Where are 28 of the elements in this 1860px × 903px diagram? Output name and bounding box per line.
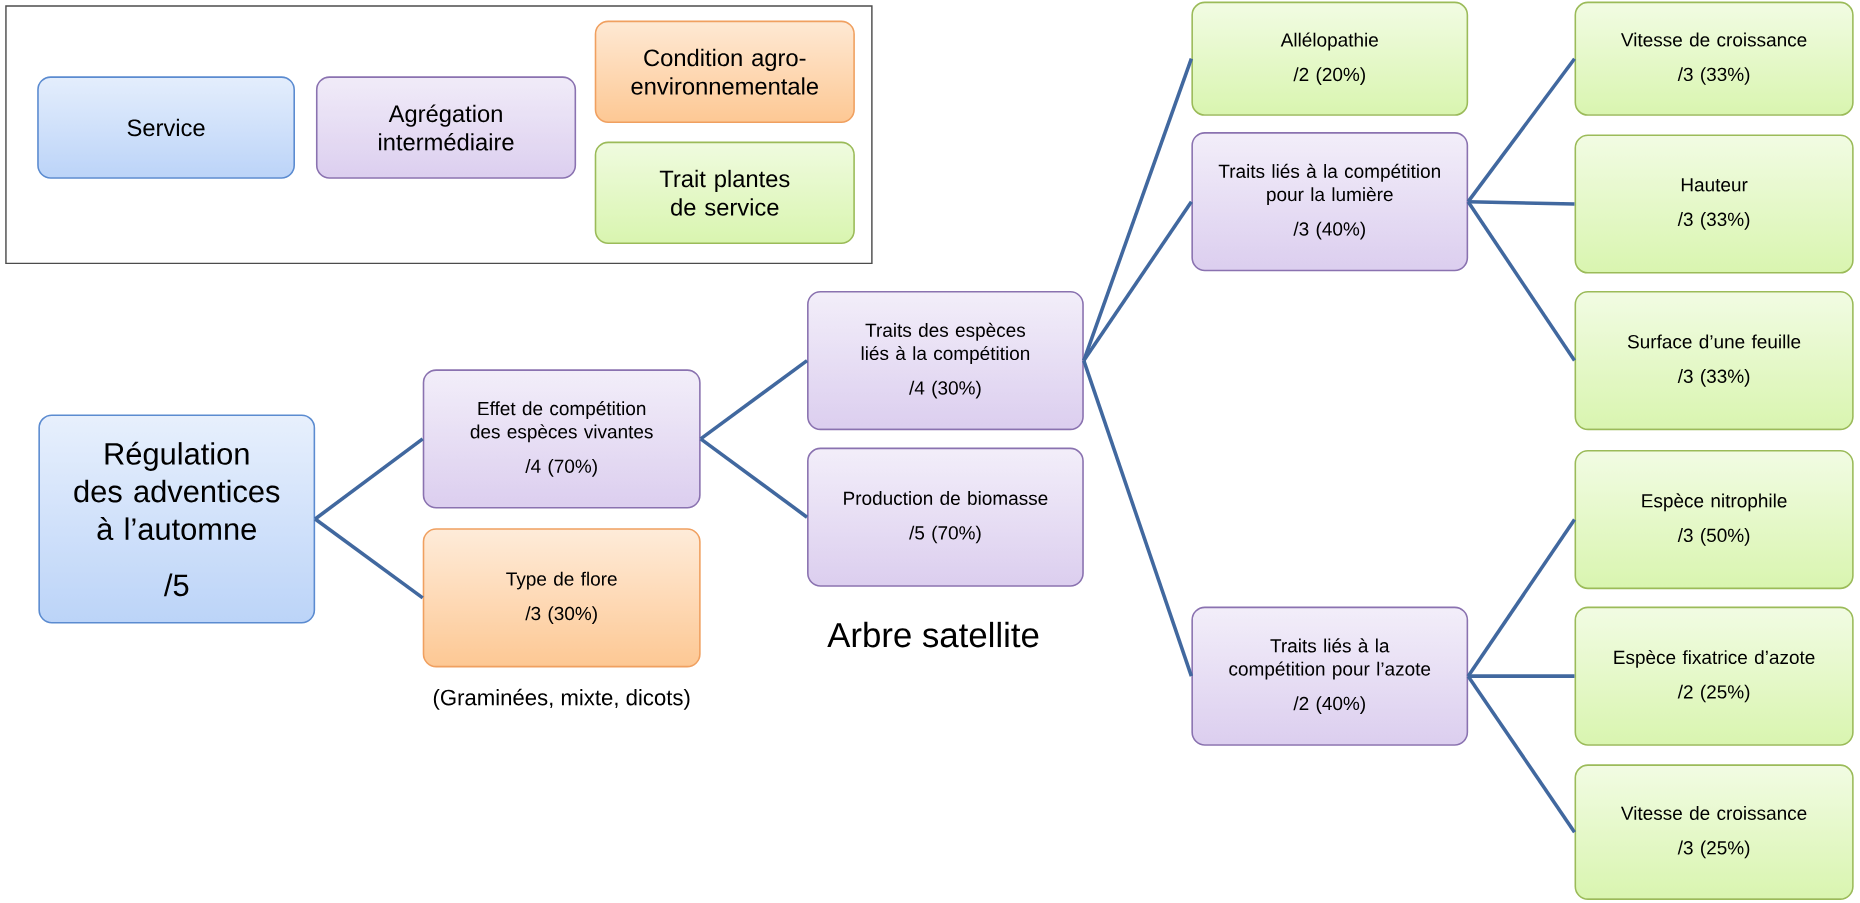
tree-box: Traits liés à la compétition pour l’azote /2 (40%) — [1191, 606, 1469, 746]
connector-line — [1466, 675, 1576, 834]
connector-line — [314, 517, 424, 600]
connector-line — [1466, 57, 1576, 203]
connector-line — [1466, 200, 1576, 362]
tree-box: Allélopathie /2 (20%) — [1191, 1, 1469, 116]
tree-box: Traits des espèces liés à la compétition /4 (30%) — [807, 291, 1084, 431]
tree-box: Espèce fixatrice d’azote /2 (25%) — [1574, 606, 1854, 746]
node-caption: (Graminées, mixte, dicots) — [433, 689, 690, 710]
tree-box: Vitesse de croissance /3 (25%) — [1574, 764, 1854, 901]
tree-box: Régulation des adventices à l’automne /5 — [38, 414, 316, 624]
tree-title: Arbre satellite — [827, 622, 1039, 648]
connector-line — [1468, 674, 1575, 679]
tree-box: Traits liés à la compétition pour la lumière /3 (40%) — [1191, 132, 1469, 272]
connector-line — [1468, 200, 1575, 206]
tree-box: Hauteur /3 (33%) — [1574, 134, 1854, 274]
connector-line — [699, 359, 809, 441]
tree-box: Vitesse de croissance /3 (33%) — [1574, 1, 1854, 116]
connector-line — [1082, 200, 1193, 362]
tree-box: Type de flore /3 (30%) — [422, 528, 701, 668]
connector-line — [699, 437, 809, 519]
tree-box: Espèce nitrophile /3 (50%) — [1574, 450, 1854, 590]
connector-line — [1466, 518, 1576, 678]
tree-box: Effet de compétition des espèces vivantes /4 (70%) — [422, 369, 701, 509]
tree-box: Surface d’une feuille /3 (33%) — [1574, 291, 1854, 431]
connector-line — [314, 437, 424, 521]
tree-box: Production de biomasse /5 (70%) — [807, 447, 1084, 587]
connector-line — [1082, 360, 1194, 677]
